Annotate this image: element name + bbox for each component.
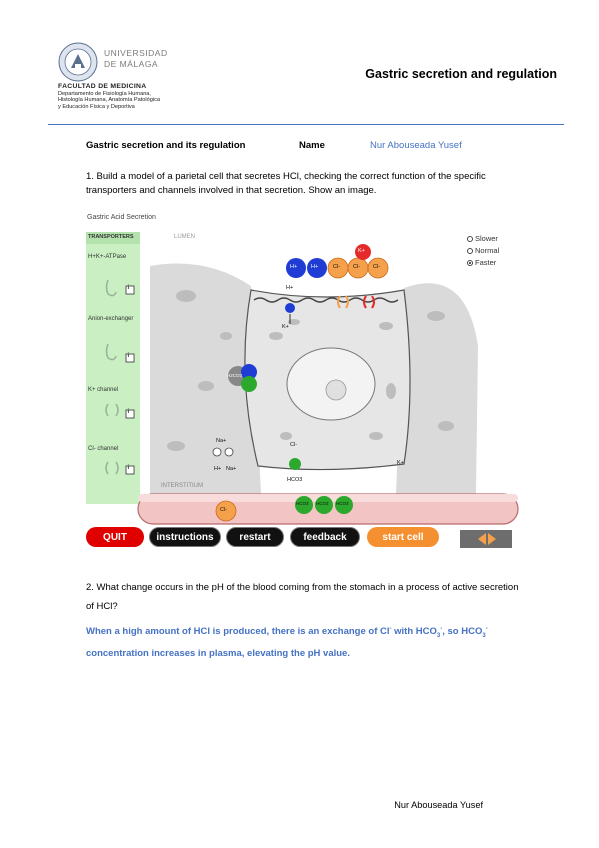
speed-faster[interactable]: Faster (467, 258, 496, 267)
info-glyph-2: i (127, 353, 130, 359)
hco3-blood-2-label: HCO3 (316, 501, 329, 506)
hco3-blood-3-label: HCO3 (336, 501, 349, 506)
k-channel-icon (105, 403, 119, 417)
h-ion-1 (286, 258, 306, 278)
speed-normal[interactable]: Normal (467, 246, 499, 255)
lumen-label: LUMEN (174, 234, 196, 240)
student-name: Nur Abouseada Yusef (370, 140, 462, 151)
h-ion-2 (307, 258, 327, 278)
transporter-pump: H+K+-ATPase (88, 254, 127, 260)
department-line-1: Departamento de Fisiología Humana, (58, 90, 151, 97)
university-name: UNIVERSIDAD DE MÁLAGA (104, 48, 168, 70)
info-glyph-4: i (127, 465, 130, 471)
answer-sub-1: 3 (436, 633, 441, 640)
basal-na-label-2: Na+ (226, 466, 237, 472)
radio-normal[interactable] (467, 247, 473, 254)
basal-na-label: Na+ (216, 438, 227, 444)
speed-faster-label: Faster (475, 258, 497, 267)
topic-label: Gastric secretion and its regulation (86, 140, 246, 151)
question-1: 1. Build a model of a parietal cell that… (86, 171, 486, 196)
university-line-2: DE MÁLAGA (104, 59, 159, 69)
cl-channel-icon (105, 461, 119, 475)
gastric-acid-figure: TRANSPORTERS H+K+-ATPase Anion-exchanger… (86, 226, 520, 556)
answer-sup-1: - (389, 626, 392, 632)
info-box-4[interactable] (125, 465, 135, 475)
document-title: Gastric secretion and regulation (365, 67, 557, 81)
exchanger-icon (105, 343, 117, 361)
channel-hco3-label: HCO3 (287, 477, 303, 483)
info-box-1[interactable] (125, 285, 135, 295)
footer-author: Nur Abouseada Yusef (394, 800, 483, 810)
restart-button[interactable]: restart (226, 527, 284, 547)
k-ion (355, 244, 371, 260)
hco3-blood-1-label: HCO3 (296, 501, 309, 506)
answer-part-2: with HCO (391, 626, 437, 638)
speed-normal-label: Normal (475, 246, 500, 255)
info-box-2[interactable] (125, 353, 135, 363)
answer-sub-2: 3 (482, 633, 486, 640)
instructions-button[interactable]: instructions (149, 527, 221, 547)
answer-text: When a high amount of HCl is produced, t… (86, 620, 526, 663)
pump-h-ion (285, 303, 295, 313)
info-box-3[interactable] (125, 409, 135, 419)
header-divider (48, 124, 564, 125)
transporter-cl-channel: Cl- channel (88, 446, 119, 452)
cl-ion-2-label: Cl- (353, 264, 361, 270)
faculty-name: FACULTAD DE MEDICINA (58, 83, 147, 90)
pump-h-label: H+ (286, 285, 294, 291)
department-line-2: Histología Humana, Anatomía Patológica (58, 97, 160, 104)
info-glyph-1: i (127, 285, 130, 291)
h2co3-label: H2CO3 (227, 373, 243, 378)
speed-slower-label: Slower (475, 234, 498, 243)
hco3-blood-3 (335, 496, 353, 514)
hco3-blood-2 (315, 496, 333, 514)
cl-ion-1-label: Cl- (333, 264, 341, 270)
transporters-sidebar (86, 232, 140, 504)
cl-ion-3-label: Cl- (373, 264, 381, 270)
university-seal-logo (58, 42, 98, 82)
quit-button[interactable]: QUIT (86, 527, 144, 547)
question-2: 2. What change occurs in the pH of the b… (86, 582, 519, 612)
radio-faster[interactable] (467, 259, 473, 266)
speed-slower[interactable]: Slower (467, 234, 498, 243)
pump-k-label: K+ (282, 324, 289, 330)
radio-slower[interactable] (467, 235, 473, 242)
hco3-blood-1 (295, 496, 313, 514)
channel-cl-label: Cl- (290, 442, 298, 448)
transporter-k-channel: K+ channel (88, 387, 119, 393)
answer-sup-3: - (485, 626, 488, 632)
parietal-cell-diagram (86, 232, 519, 548)
name-label: Name (299, 140, 325, 151)
interstitium-label: INTERSTITIUM (161, 483, 203, 489)
k-basal-label: K+ (397, 460, 404, 466)
answer-part-4: concentration increases in plasma, eleva… (86, 648, 350, 660)
figure-title: Gastric Acid Secretion (87, 214, 156, 221)
cl-blood (215, 500, 237, 522)
basal-h-label: H+ (214, 466, 222, 472)
hco3-channel-ion (289, 458, 301, 470)
feedback-button[interactable]: feedback (290, 527, 360, 547)
k-ion-label: K+ (358, 248, 365, 254)
university-line-1: UNIVERSIDAD (104, 48, 168, 58)
start-cell-button[interactable]: start cell (367, 527, 439, 547)
info-glyph-3: i (127, 409, 130, 415)
cl-ion-3 (367, 257, 389, 279)
h-ion-1-label: H+ (290, 264, 298, 270)
answer-part-1: When a high amount of HCl is produced, t… (86, 626, 390, 638)
answer-sup-2: - (440, 626, 443, 632)
h-ion-2-label: H+ (311, 264, 319, 270)
cl-blood-label: Cl- (220, 507, 228, 513)
faculty-block: FACULTAD DE MEDICINA Departamento de Fis… (58, 83, 160, 110)
transporter-exchanger: Anion-exchanger (88, 316, 134, 322)
pump-icon (105, 279, 117, 297)
sidebar-header: TRANSPORTERS (88, 234, 134, 240)
department-line-3: y Educación Física y Deportiva (58, 103, 135, 110)
answer-part-3: , so HCO (442, 626, 483, 638)
